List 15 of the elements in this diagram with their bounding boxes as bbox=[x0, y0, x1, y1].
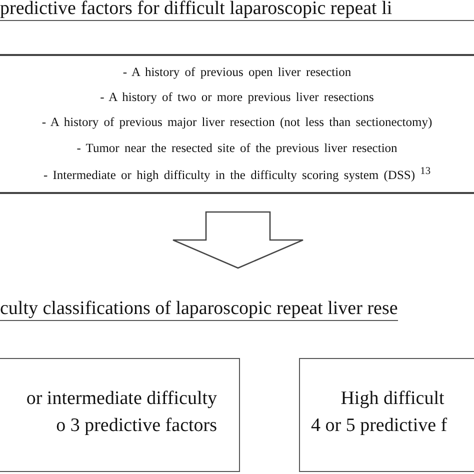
factor-item: - Tumor near the resected site of the previous liver resection bbox=[76, 140, 398, 156]
category-box bbox=[0, 358, 240, 472]
category-name: or intermediate difficulty bbox=[26, 387, 217, 411]
factor-item: - Intermediate or high difficulty in the difficulty scoring system (DSS) $^{13}$ bbox=[43, 166, 431, 183]
category-criterion: 4 or 5 predictive f bbox=[311, 414, 448, 438]
category-box bbox=[299, 358, 474, 472]
category-criterion: o 3 predictive factors bbox=[56, 414, 217, 438]
factor-list-panel bbox=[0, 54, 474, 194]
factor-item: - A history of two or more previous liver resections bbox=[100, 90, 374, 106]
factor-item: - A history of previous open liver resection bbox=[122, 65, 352, 80]
title: predictive factors for difficult laparoscopic repeat li bbox=[0, 0, 474, 21]
category-name: High difficult bbox=[340, 387, 444, 411]
block-arrow bbox=[172, 211, 304, 269]
factor-item: - A history of previous major liver resection (not less than sectionectomy) bbox=[42, 115, 432, 130]
section-heading: culty classifications of laparoscopic repeat liver rese bbox=[0, 298, 398, 321]
